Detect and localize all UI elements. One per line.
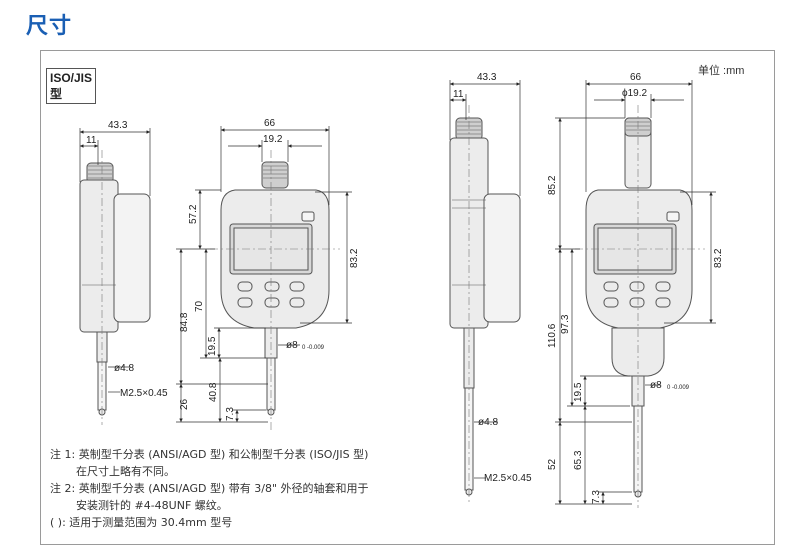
- dim-right-83-2: 83.2: [713, 248, 724, 268]
- note-2-line-2: 安装测针的 #4-48UNF 螺纹。: [76, 499, 228, 512]
- left-front-btn-4: [237, 297, 253, 308]
- dim-left-side-width: 43.3: [108, 120, 128, 131]
- dim-left-front-width: 66: [264, 118, 276, 129]
- type-badge-line2: 型: [50, 87, 63, 101]
- type-badge-line1: ISO/JIS: [50, 71, 93, 85]
- dim-right-19-5: 19.5: [573, 382, 584, 402]
- dim-left-19-5: 19.5: [207, 336, 218, 356]
- left-front-view: [220, 161, 330, 416]
- dim-right-front-top: ϕ19.2: [622, 88, 648, 99]
- dim-left-26: 26: [179, 398, 190, 410]
- left-front-btn-2: [264, 281, 280, 292]
- left-front-btn-1: [237, 281, 253, 292]
- dim-right-d8: ø8: [650, 380, 662, 391]
- right-front-btn-3: [655, 281, 671, 292]
- notes: 注 1: 英制型千分表 (ANSI/AGD 型) 和公制型千分表 (ISO/JI…: [50, 446, 369, 531]
- dim-right-side-width: 43.3: [477, 72, 497, 83]
- right-front-indicator: [666, 211, 680, 222]
- dim-right-side-thread: M2.5×0.45: [484, 473, 532, 484]
- dim-right-tol: 0 -0.009: [667, 385, 690, 391]
- note-1-line-1: 注 1: 英制型千分表 (ANSI/AGD 型) 和公制型千分表 (ISO/JI…: [50, 448, 369, 461]
- dim-left-7-3: 7.3: [225, 407, 236, 421]
- dim-left-side-thread: M2.5×0.45: [120, 388, 168, 399]
- dim-right-52: 52: [547, 458, 558, 470]
- dim-right-7-3: 7.3: [591, 490, 602, 504]
- left-side-back: [113, 193, 151, 323]
- left-side-body: [79, 179, 119, 333]
- dim-left-d8: ø8: [286, 340, 298, 351]
- right-front-view: [585, 117, 693, 498]
- dim-right-65-3: 65.3: [573, 450, 584, 470]
- dim-left-70: 70: [194, 300, 205, 312]
- right-side-back: [483, 193, 521, 323]
- dim-left-83-2: 83.2: [349, 248, 360, 268]
- left-front-indicator: [301, 211, 315, 222]
- note-3: ( ): 适用于测量范围为 30.4mm 型号: [50, 516, 233, 529]
- dim-left-84-8: 84.8: [179, 312, 190, 332]
- left-front-knob: [261, 161, 289, 189]
- dim-left-side-dia: ø4.8: [114, 363, 134, 374]
- right-front-btn-2: [629, 281, 645, 292]
- right-front-btn-5: [629, 297, 645, 308]
- dim-left-side-top: 11: [86, 135, 97, 146]
- left-front-btn-6: [289, 297, 305, 308]
- dim-left-front-top: 19.2: [263, 134, 283, 145]
- left-front-btn-5: [264, 297, 280, 308]
- left-front-btn-3: [289, 281, 305, 292]
- note-2-line-1: 注 2: 英制型千分表 (ANSI/AGD 型) 带有 3/8" 外径的轴套和用…: [50, 482, 369, 495]
- dim-left-57-2: 57.2: [188, 204, 199, 224]
- note-1-line-2: 在尺寸上略有不同。: [76, 465, 175, 478]
- type-badge: ISO/JIS 型: [46, 68, 96, 104]
- dim-right-side-top: 11: [453, 89, 464, 100]
- right-front-btn-1: [603, 281, 619, 292]
- dim-left-tol: 0 -0.009: [302, 345, 325, 351]
- right-front-btn-6: [655, 297, 671, 308]
- unit-label: 单位 :mm: [698, 65, 745, 77]
- dim-right-110-6: 110.6: [547, 323, 558, 348]
- dim-left-40-8: 40.8: [208, 382, 219, 402]
- dim-right-85-2: 85.2: [547, 175, 558, 195]
- dim-right-side-dia: ø4.8: [478, 417, 498, 428]
- page-title: 尺寸: [26, 14, 73, 39]
- right-side-view: [449, 117, 521, 496]
- dim-right-97-3: 97.3: [560, 314, 571, 334]
- dim-right-front-width: 66: [630, 72, 642, 83]
- left-side-view: [79, 162, 151, 416]
- right-front-btn-4: [603, 297, 619, 308]
